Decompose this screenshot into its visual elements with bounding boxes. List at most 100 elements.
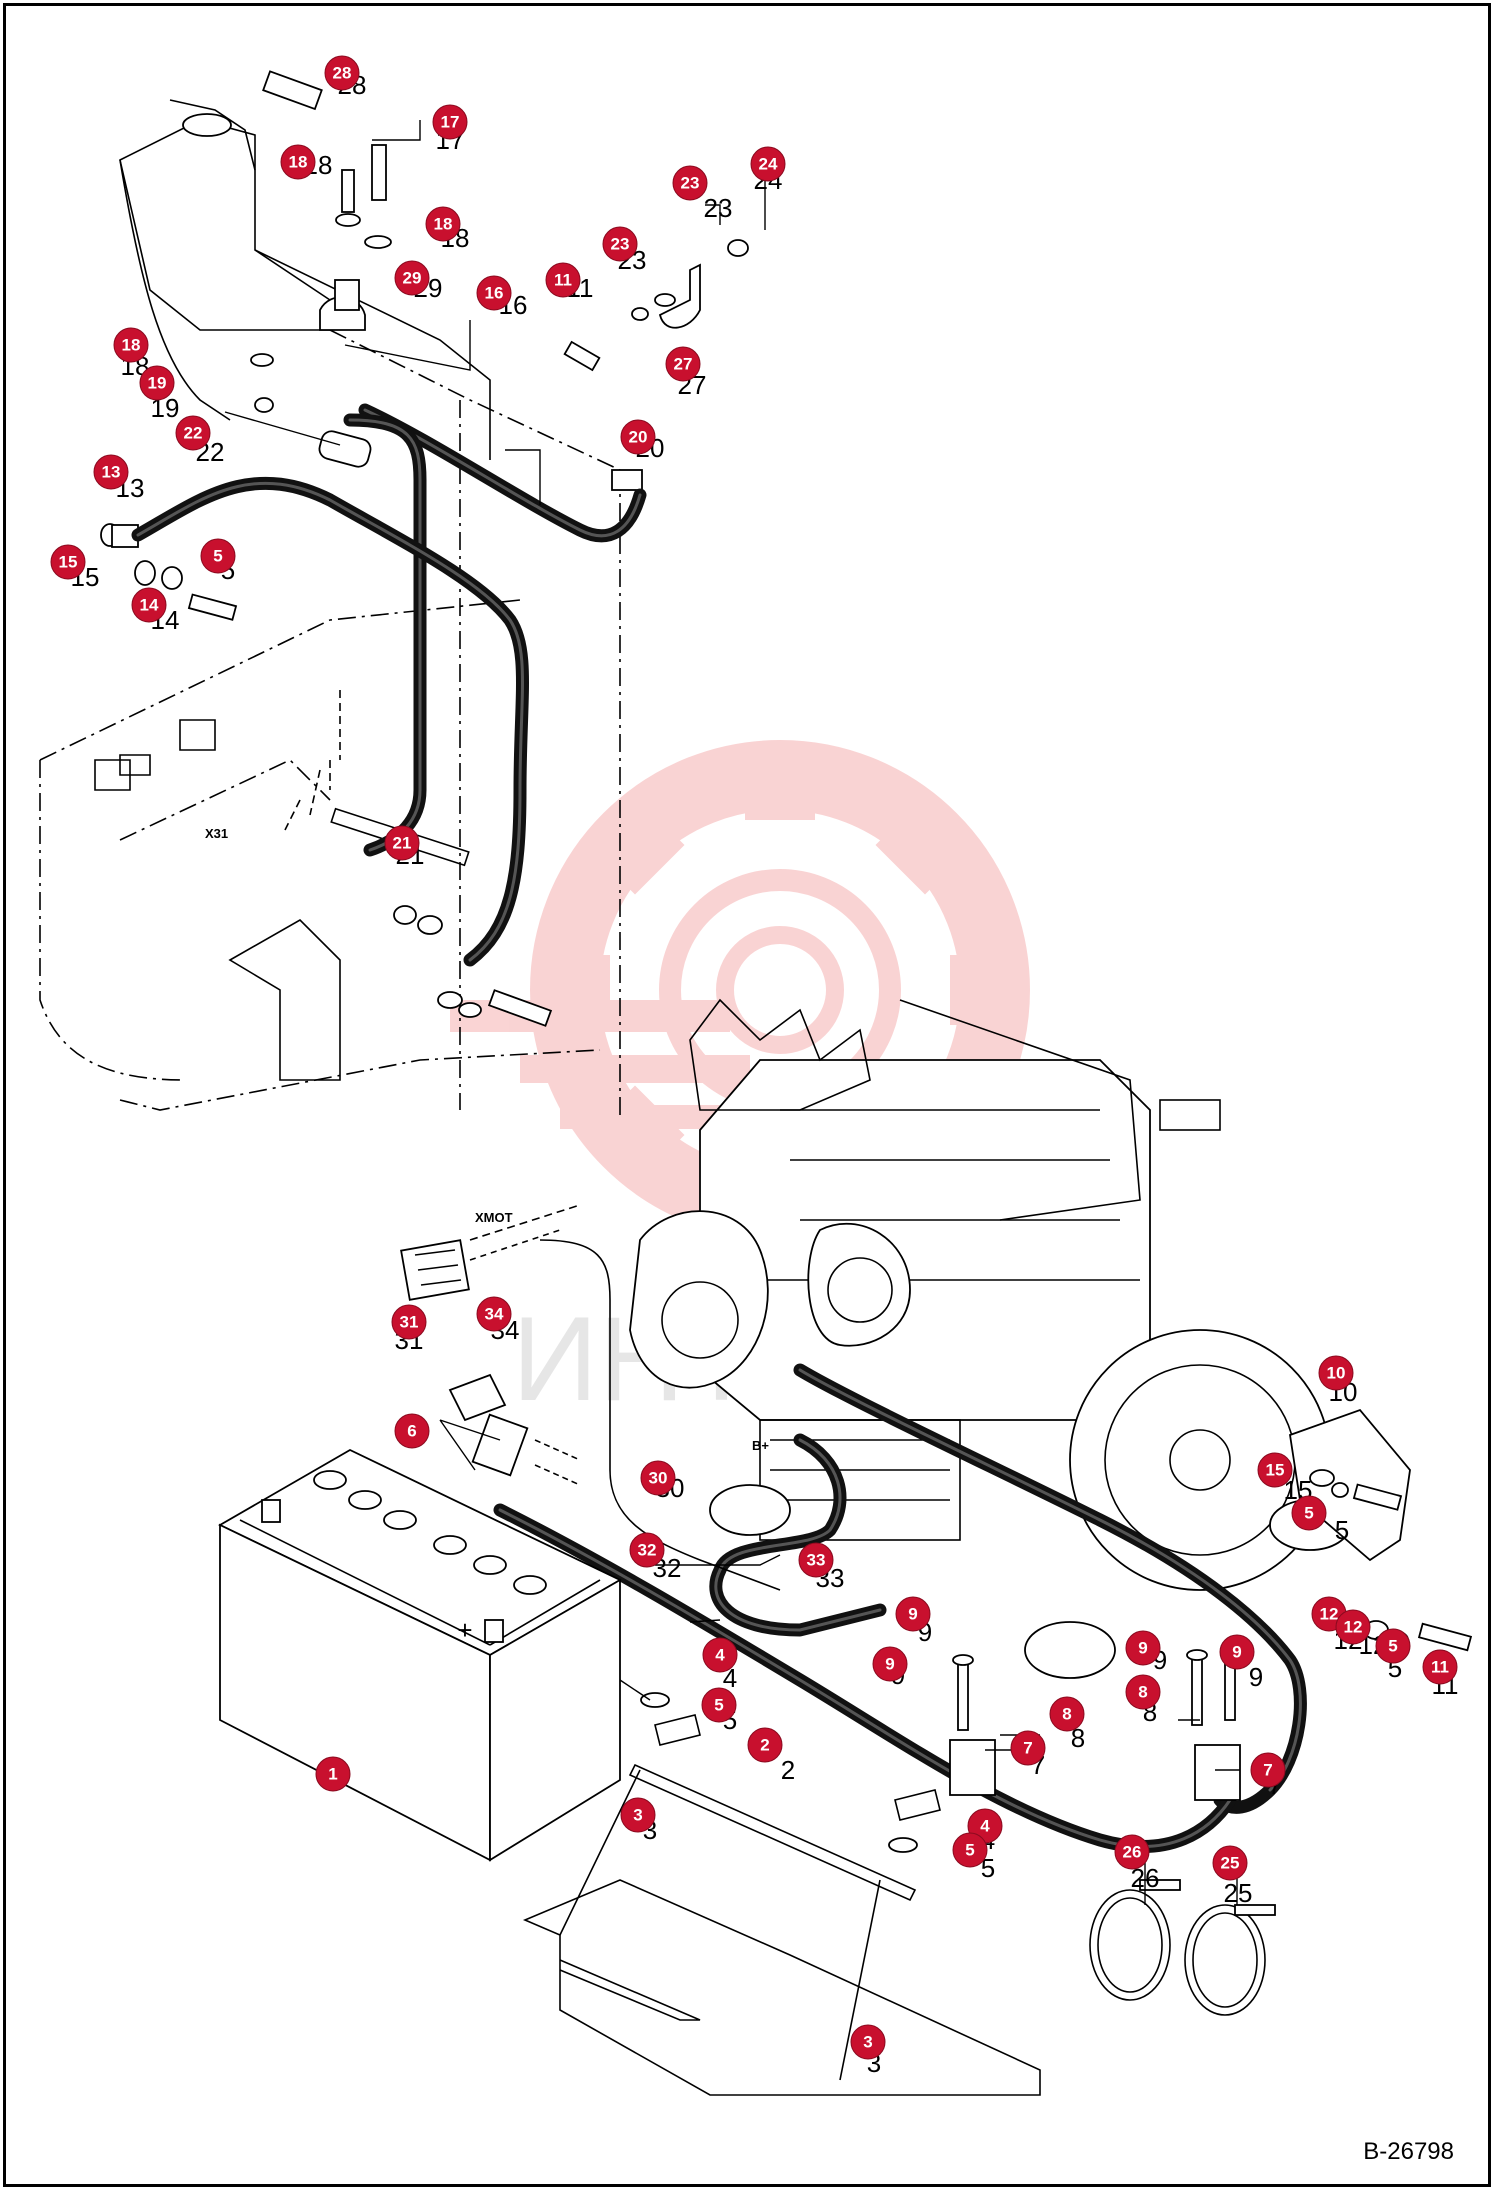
callout-circle [545, 262, 581, 298]
callout-number: 13 [102, 463, 121, 482]
callout-circle [476, 275, 512, 311]
callout-number: 20 [629, 428, 648, 447]
callout-number: 9 [1138, 1639, 1147, 1658]
callout-circle [384, 825, 420, 861]
part-callout-badge: 18 [425, 206, 461, 242]
part-callout-badge: 23 [602, 226, 638, 262]
callout-circle [1257, 1452, 1293, 1488]
callout-number: 5 [965, 1841, 974, 1860]
part-callout-badge: 16 [476, 275, 512, 311]
callout-circle [1219, 1634, 1255, 1670]
part-number-text: 5 [981, 1853, 995, 1883]
part-callout-badge: 9 [895, 1596, 931, 1632]
callout-number: 8 [1138, 1683, 1147, 1702]
callout-circle [872, 1646, 908, 1682]
callout-number: 33 [807, 1551, 826, 1570]
part-callout-badge: 2 [747, 1727, 783, 1763]
part-callout-badge: 19 [139, 365, 175, 401]
callout-circle [895, 1596, 931, 1632]
callout-number: 10 [1327, 1364, 1346, 1383]
callout-circle [1375, 1628, 1411, 1664]
callout-circle [1125, 1674, 1161, 1710]
callout-circle [702, 1637, 738, 1673]
callout-number: 11 [554, 271, 572, 290]
callout-circle [1422, 1649, 1458, 1685]
callout-number: 30 [649, 1469, 668, 1488]
callout-circle [50, 544, 86, 580]
part-callout-badge: 29 [394, 260, 430, 296]
callout-circle [113, 327, 149, 363]
part-callout-badge: 27 [665, 346, 701, 382]
part-number-text: 5 [1335, 1515, 1349, 1545]
callout-circle [640, 1460, 676, 1496]
callout-circle [315, 1756, 351, 1792]
callout-circle [952, 1832, 988, 1868]
part-callout-badge: 32 [629, 1532, 665, 1568]
part-callout-badge: 22 [175, 415, 211, 451]
part-callout-badge: 3 [850, 2024, 886, 2060]
callout-number: 1 [328, 1765, 337, 1784]
callout-circle [394, 260, 430, 296]
part-callout-badge: 1 [315, 1756, 351, 1792]
callout-number: 8 [1062, 1705, 1071, 1724]
connector-x31-label: X31 [205, 826, 228, 841]
callout-circle [1291, 1495, 1327, 1531]
cable-clamps [949, 1649, 1241, 1801]
part-callout-badge: 7 [1250, 1752, 1286, 1788]
part-callout-badge: 18 [280, 144, 316, 180]
part-callout-badge: 31 [391, 1304, 427, 1340]
part-callout-badge: 13 [93, 454, 129, 490]
part-number-text: 2 [781, 1755, 795, 1785]
mounting-panel [39, 599, 601, 1111]
engine-block [629, 998, 1351, 1679]
callout-circle [1335, 1609, 1371, 1645]
callout-circle [1049, 1696, 1085, 1732]
callout-number: 22 [184, 424, 203, 443]
callout-number: 16 [485, 284, 504, 303]
callout-number: 32 [638, 1541, 657, 1560]
callout-circle [93, 454, 129, 490]
callout-circle [425, 206, 461, 242]
part-callout-badge: 7 [1010, 1730, 1046, 1766]
callout-number: 9 [908, 1605, 917, 1624]
part-callout-badge: 5 [1375, 1628, 1411, 1664]
part-callout-badge: 15 [50, 544, 86, 580]
callout-number: 29 [403, 269, 422, 288]
part-callout-badge: 8 [1125, 1674, 1161, 1710]
callout-number: 24 [759, 155, 778, 174]
callout-number: 17 [441, 113, 460, 132]
battery-polarity-mark: + [457, 1615, 472, 1645]
callout-number: 15 [1266, 1461, 1285, 1480]
callout-circle [139, 365, 175, 401]
part-number-text: 23 [704, 193, 733, 223]
callout-number: 31 [400, 1313, 419, 1332]
callout-number: 25 [1221, 1854, 1240, 1873]
callout-circle [629, 1532, 665, 1568]
callout-circle [1010, 1730, 1046, 1766]
callout-number: 23 [681, 174, 700, 193]
callout-number: 23 [611, 235, 630, 254]
callout-number: 18 [122, 336, 141, 355]
callout-circle [131, 587, 167, 623]
part-callout-badge: 5 [701, 1687, 737, 1723]
callout-circle [476, 1296, 512, 1332]
part-callout-badge: 33 [798, 1542, 834, 1578]
callout-number: 5 [1304, 1504, 1313, 1523]
callout-number: 26 [1123, 1843, 1142, 1862]
callout-circle [200, 538, 236, 574]
callout-number: 2 [760, 1736, 769, 1755]
part-callout-badge: 11 [1422, 1649, 1458, 1685]
callout-number: 11 [1431, 1658, 1449, 1677]
part-number-text: 25 [1224, 1878, 1253, 1908]
battery [218, 1373, 622, 1862]
xmot-label: XMOT [475, 1210, 513, 1225]
callout-circle [175, 415, 211, 451]
part-callout-badge: 24 [750, 146, 786, 182]
callout-circle [665, 346, 701, 382]
callout-circle [1250, 1752, 1286, 1788]
part-callout-badge: 5 [200, 538, 236, 574]
part-callout-badge: 3 [620, 1797, 656, 1833]
upper-fasteners [100, 70, 749, 1027]
part-callout-badge: 25 [1212, 1845, 1248, 1881]
